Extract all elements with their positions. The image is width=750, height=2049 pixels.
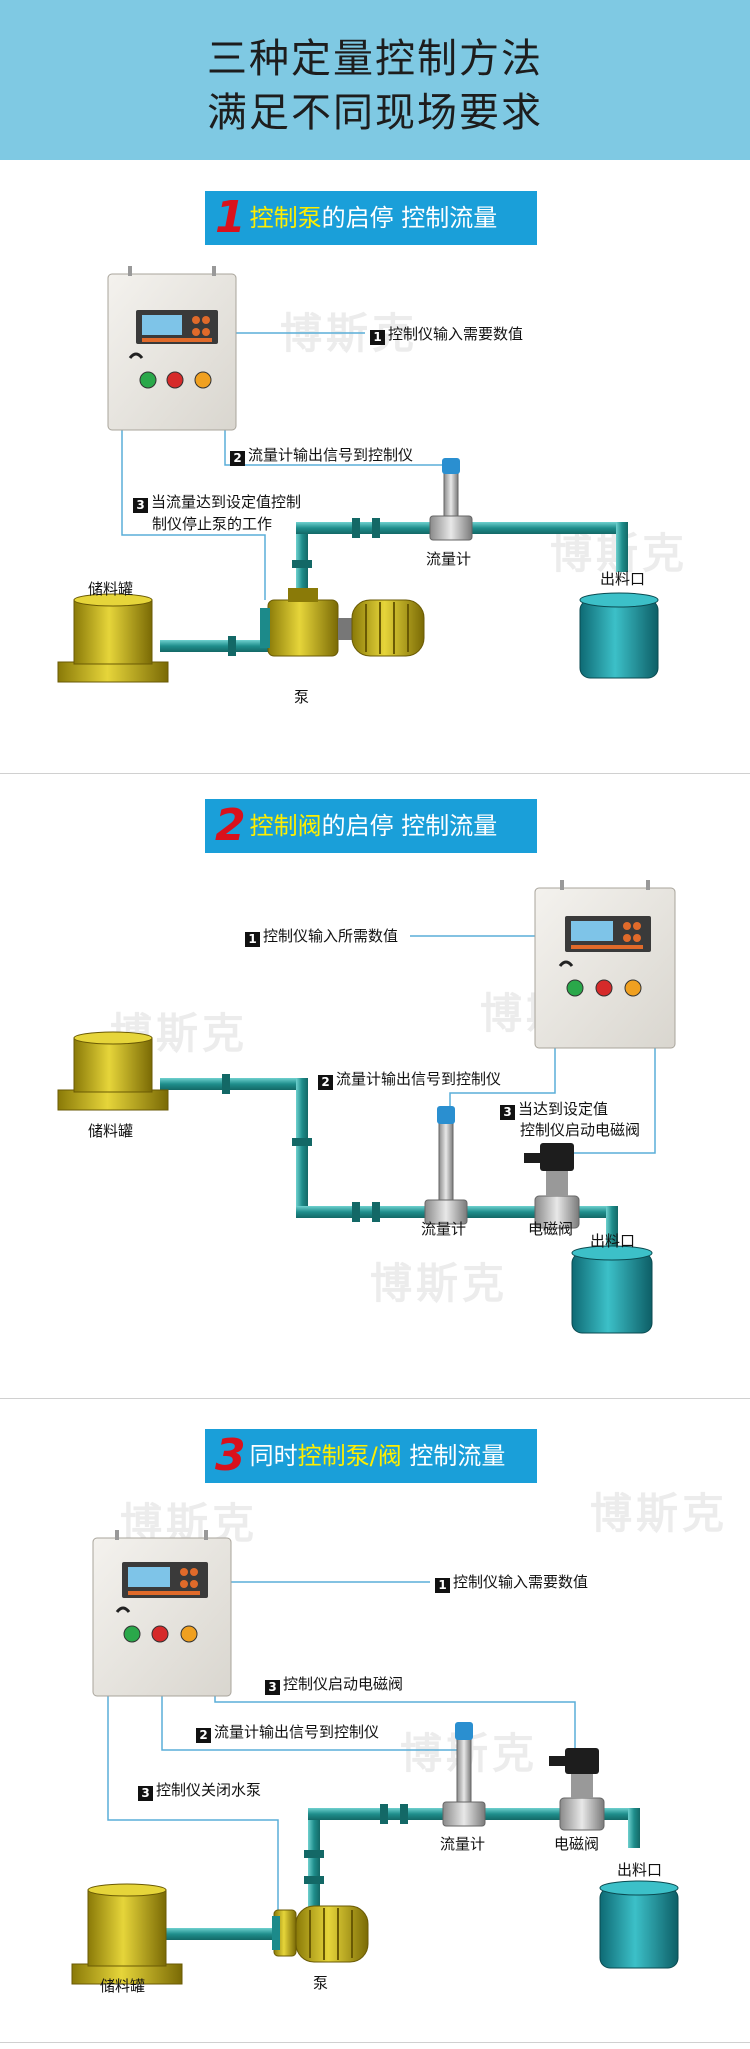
s1-label-flowmeter: 流量计 — [426, 550, 472, 568]
control-cabinet — [534, 880, 676, 1049]
step-text: 控制仪关闭水泵 — [156, 1781, 262, 1799]
watermark: 博斯克 — [590, 1489, 729, 1538]
section-1-title-highlight: 控制泵 — [249, 204, 322, 232]
step-text: 控制仪输入需要数值 — [388, 325, 524, 343]
flow-meter — [442, 1722, 486, 1827]
control-cabinet — [107, 266, 237, 431]
section-2-title-highlight: 控制阀 — [249, 812, 322, 840]
step-text: 控制仪输入需要数值 — [453, 1573, 589, 1591]
section-2-title-rest: 的启停 控制流量 — [321, 812, 498, 840]
section-2-diagram — [57, 880, 676, 1334]
section-divider — [0, 2042, 750, 2043]
section-1-diagram — [57, 266, 659, 683]
s1-label-tank: 储料罐 — [88, 580, 134, 598]
step-text: 流量计输出信号到控制仪 — [248, 446, 414, 464]
step-text: 流量计输出信号到控制仪 — [214, 1723, 380, 1741]
s3-label-flowmeter: 流量计 — [440, 1835, 486, 1853]
step-badge: 2 — [230, 451, 245, 466]
step-badge: 2 — [196, 1728, 211, 1743]
s3-label-tank: 储料罐 — [100, 1977, 146, 1995]
storage-tank — [57, 1031, 169, 1111]
s3-label-valve: 电磁阀 — [554, 1835, 600, 1853]
s2-label-flowmeter: 流量计 — [421, 1220, 467, 1238]
section-1-number: 1 — [215, 192, 246, 243]
section-3-title-prefix: 同时 — [249, 1442, 298, 1470]
step-text: 流量计输出信号到控制仪 — [336, 1070, 502, 1088]
outlet-container — [599, 1880, 679, 1969]
section-3-title-rest: 控制流量 — [401, 1442, 506, 1470]
step-badge: 3 — [265, 1680, 280, 1695]
solenoid-valve — [524, 1143, 580, 1229]
flow-meter — [424, 1106, 468, 1225]
s1-label-outlet: 出料口 — [600, 570, 646, 588]
s1-label-pump: 泵 — [294, 688, 310, 706]
outlet-container — [571, 1245, 653, 1334]
control-cabinet — [92, 1530, 232, 1697]
flow-meter — [429, 458, 473, 541]
step-badge: 2 — [318, 1075, 333, 1090]
section-1-title-rest: 的启停 控制流量 — [321, 204, 498, 232]
s2-step-3-cont: 控制仪启动电磁阀 — [520, 1121, 641, 1139]
s2-label-outlet: 出料口 — [590, 1232, 636, 1250]
step-text: 当达到设定值 — [518, 1100, 609, 1118]
s2-label-tank: 储料罐 — [88, 1122, 134, 1140]
pump — [260, 588, 425, 657]
step-text: 当流量达到设定值控制 — [151, 493, 302, 511]
header-banner: 三种定量控制方法 满足不同现场要求 — [0, 0, 750, 160]
solenoid-valve — [549, 1748, 605, 1831]
s3-label-pump: 泵 — [313, 1974, 329, 1992]
header-title-line-2: 满足不同现场要求 — [207, 90, 543, 136]
section-divider — [0, 1398, 750, 1399]
step-badge: 1 — [435, 1578, 450, 1593]
step-badge: 3 — [133, 498, 148, 513]
step-badge: 1 — [245, 932, 260, 947]
section-2-number: 2 — [215, 800, 246, 851]
storage-tank — [71, 1883, 183, 1985]
section-3-title-highlight: 控制泵/阀 — [297, 1442, 402, 1470]
header-title-line-1: 三种定量控制方法 — [207, 36, 543, 82]
pump — [272, 1905, 369, 1963]
section-divider — [0, 773, 750, 774]
section-3-diagram — [71, 1530, 679, 1985]
section-3-number: 3 — [215, 1430, 246, 1481]
step-badge: 3 — [138, 1786, 153, 1801]
s3-label-outlet: 出料口 — [617, 1861, 663, 1879]
step-badge: 1 — [370, 330, 385, 345]
step-badge: 3 — [500, 1105, 515, 1120]
s2-label-valve: 电磁阀 — [528, 1220, 574, 1238]
storage-tank — [57, 593, 169, 683]
outlet-container — [579, 592, 659, 679]
step-text: 控制仪输入所需数值 — [263, 927, 399, 945]
watermark: 博斯克 — [370, 1259, 509, 1308]
s1-step-3-cont: 制仪停止泵的工作 — [152, 515, 273, 533]
step-text: 控制仪启动电磁阀 — [283, 1675, 404, 1693]
